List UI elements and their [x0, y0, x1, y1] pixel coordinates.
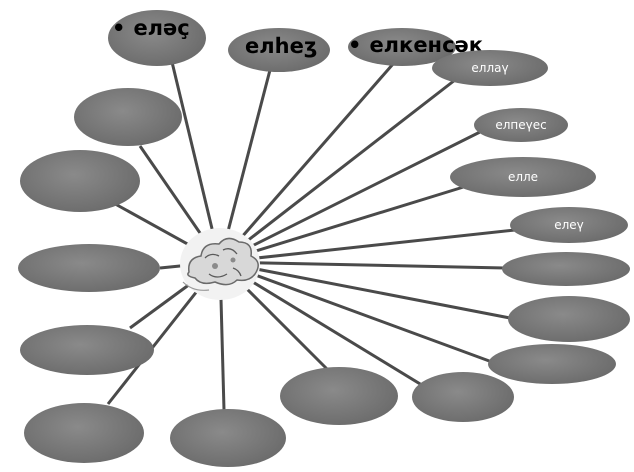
node-right-1: еллаү — [432, 50, 548, 86]
node-left-2 — [18, 244, 160, 292]
spoke-line-1 — [170, 61, 222, 263]
node-top-1 — [108, 10, 206, 66]
spoke-line-4 — [219, 78, 456, 264]
node-bottom-2 — [280, 367, 398, 425]
spoke-line-6 — [219, 183, 471, 264]
node-left-4 — [74, 88, 182, 146]
spoke-line-7 — [219, 228, 516, 264]
node-right-1-label: еллаү — [471, 61, 509, 75]
node-right-6 — [508, 296, 630, 342]
bullet-dot-1: • — [112, 16, 126, 40]
node-right-5 — [502, 252, 630, 286]
spoke-line-5 — [219, 130, 481, 264]
node-right-4: елеү — [510, 207, 628, 243]
node-bottom-1 — [412, 372, 514, 422]
top-label-3-text: елкенсәк — [369, 33, 484, 57]
bullet-dot-3: • — [348, 33, 362, 57]
node-left-3 — [20, 150, 140, 212]
node-left-1 — [20, 325, 154, 375]
node-top-2 — [228, 28, 330, 72]
top-label-2: елһеʒ — [245, 36, 317, 57]
spoke-line-11 — [219, 260, 431, 392]
spoke-line-9 — [219, 260, 511, 320]
node-right-3-label: елле — [507, 170, 539, 184]
cloud-picture-icon — [180, 228, 260, 300]
node-right-7 — [488, 344, 616, 384]
spoke-line-3 — [218, 63, 395, 263]
node-bottom-3 — [170, 409, 286, 467]
spoke-line-10 — [219, 260, 493, 364]
top-label-1: • еләç — [112, 18, 190, 39]
node-right-2-label: елпеүес — [495, 118, 547, 132]
top-label-2-text: елһеʒ — [245, 34, 318, 58]
node-right-4-label: елеү — [554, 218, 584, 232]
node-right-3: елле — [450, 157, 596, 197]
spoke-line-8 — [219, 260, 506, 270]
top-label-1-text: еләç — [133, 16, 190, 40]
top-label-3: • елкенсәк — [348, 35, 483, 56]
node-right-2: елпеүес — [474, 108, 568, 142]
node-bottom-4 — [24, 403, 144, 463]
